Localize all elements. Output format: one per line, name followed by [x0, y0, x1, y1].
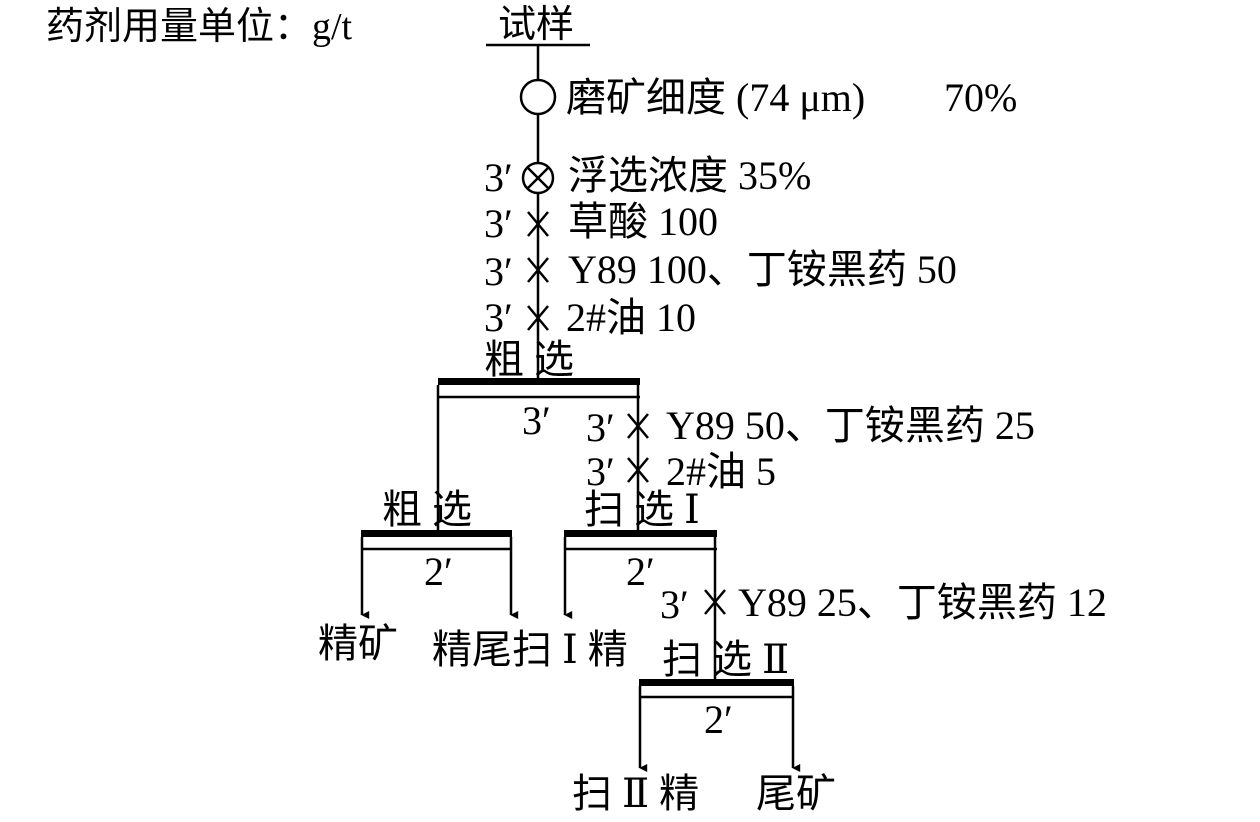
time-oxalic: 3′: [484, 201, 513, 246]
float-density-label: 浮选浓度 35%: [568, 153, 812, 198]
grinding-label: 磨矿细度 (74 μm): [566, 75, 866, 120]
reagent-x-mark-icon-5: [627, 457, 649, 483]
reagent-x-mark-icon-6: [704, 589, 726, 615]
time-scav1-oil: 3′: [586, 449, 615, 494]
dosage-unit-label: 药剂用量单位：g/t: [46, 6, 353, 48]
rougher-time: 3′: [522, 398, 551, 443]
time-scav1-y89: 3′: [586, 405, 615, 450]
rougher-cell-bar: [438, 378, 640, 385]
sample-label: 试样: [498, 4, 575, 46]
scav1-y89-label: Y89 50、丁铵黑药 25: [666, 403, 1035, 448]
scavenger2-time: 2′: [704, 697, 733, 742]
reagent-x-mark-icon-4: [627, 413, 649, 439]
grinding-circle-icon: [519, 78, 557, 116]
mixing-x-stroke-b: [527, 167, 549, 189]
time-scav2-y89: 3′: [660, 582, 689, 627]
rougher-oil-label: 2#油 10: [566, 295, 696, 340]
cleaner-operation-label: 粗 选: [382, 487, 472, 532]
concentrate-product: 精矿: [318, 621, 398, 666]
rougher-operation-label: 粗 选: [484, 337, 574, 382]
cleaner-time: 2′: [424, 549, 453, 594]
time-rougher-oil: 3′: [484, 295, 513, 340]
cleaner-cell-bar: [361, 530, 512, 537]
reagent-x-mark-icon-1: [527, 211, 549, 237]
reagent-x-mark-icon-2: [527, 257, 549, 283]
time-rougher-y89: 3′: [484, 249, 513, 294]
scav1-oil-label: 2#油 5: [666, 449, 776, 494]
scav1-conc-product: 扫 Ⅰ 精: [512, 627, 628, 672]
oxalic-label: 草酸 100: [568, 199, 718, 244]
scav2-conc-product: 扫 Ⅱ 精: [572, 771, 700, 816]
grinding-value: 70%: [944, 75, 1018, 120]
scavenger1-cell-bar: [564, 530, 717, 537]
tailings-product: 尾矿: [756, 771, 836, 816]
scavenger1-time: 2′: [626, 549, 655, 594]
cleaner-tail-product: 精尾: [432, 627, 512, 672]
scavenger2-operation-label: 扫 选 Ⅱ: [662, 637, 790, 682]
scavenger1-operation-label: 扫 选 Ⅰ: [584, 487, 700, 532]
scav2-y89-label: Y89 25、丁铵黑药 12: [738, 580, 1107, 625]
reagent-x-mark-icon-3: [527, 305, 549, 331]
time-mixing: 3′: [484, 155, 513, 200]
scavenger2-cell-bar: [639, 679, 794, 686]
rougher-y89-label: Y89 100、丁铵黑药 50: [568, 247, 957, 292]
